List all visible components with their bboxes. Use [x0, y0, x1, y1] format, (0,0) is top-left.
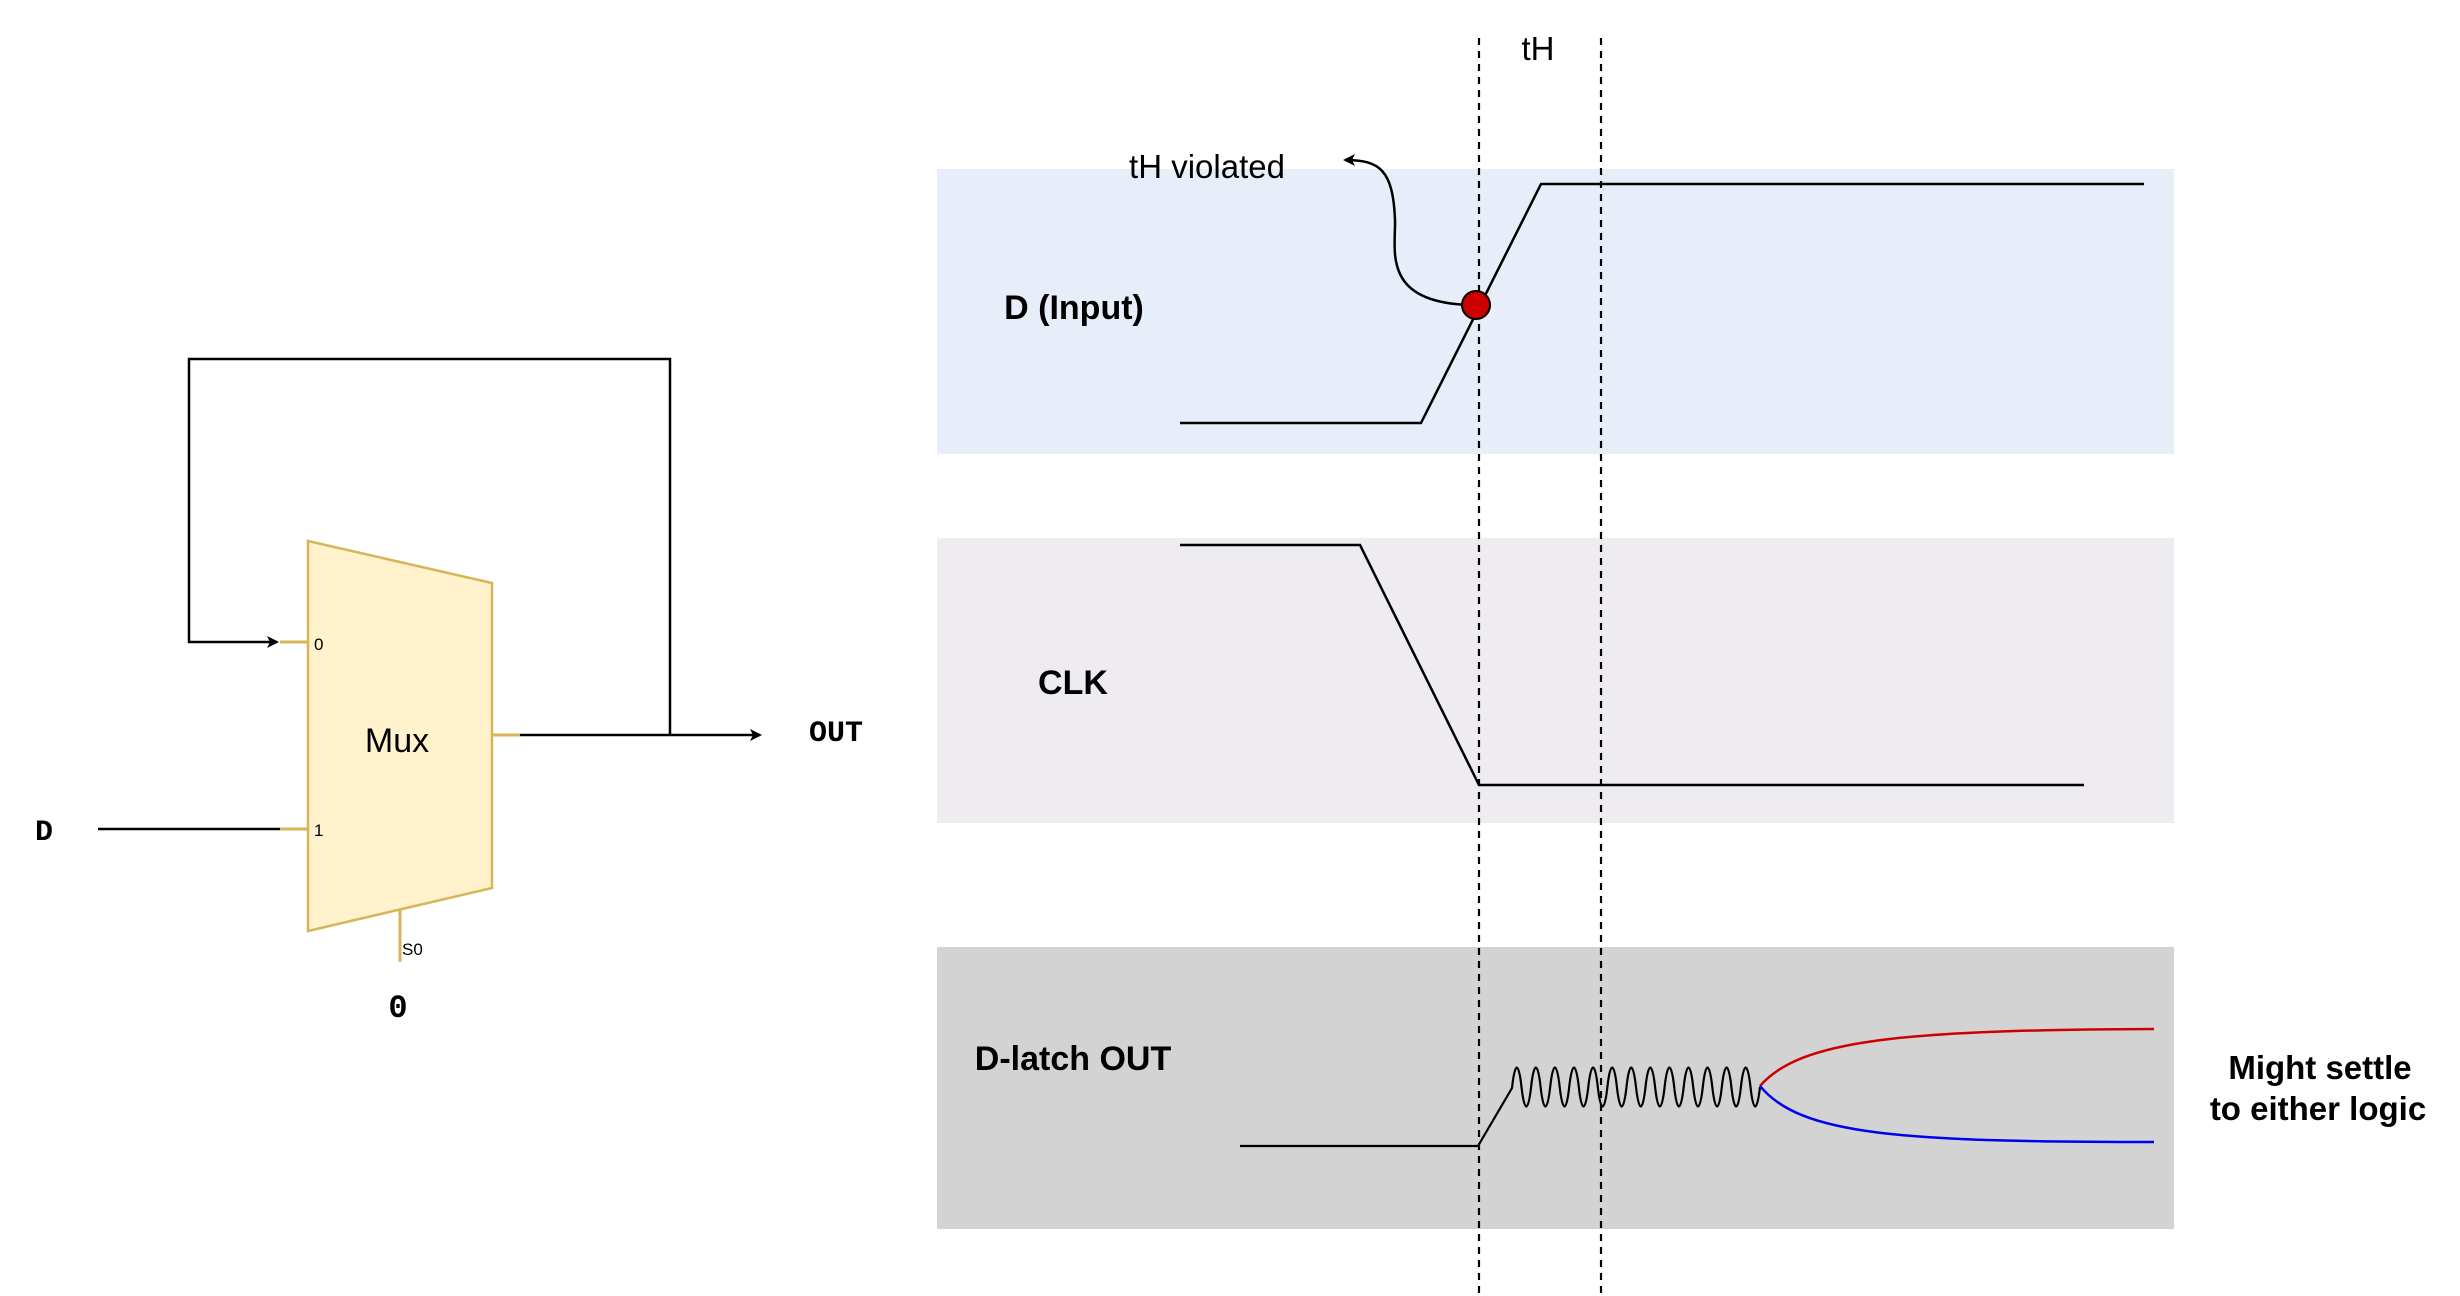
settle-low-curve: [1759, 1085, 2155, 1144]
out-label: OUT: [809, 717, 863, 751]
th-label: tH: [1522, 30, 1555, 67]
settle-high-curve: [1759, 1027, 2155, 1087]
d-input-row-label: D (Input): [1004, 289, 1144, 327]
mux-input0-label: 0: [314, 635, 323, 654]
d-input-row: [937, 169, 2174, 454]
mux-title: Mux: [365, 722, 429, 760]
timing-diagram: D (Input) CLK D-latch OUT tH tH violated…: [937, 30, 2426, 1296]
d-input-label: D: [35, 816, 53, 850]
latch-out-row: [937, 947, 2174, 1229]
feedback-wire: [187, 357, 672, 735]
clk-row-label: CLK: [1038, 664, 1108, 702]
mux-body: [306, 539, 494, 933]
clk-row: [937, 538, 2174, 823]
latch-out-waveform: [1240, 1066, 1762, 1148]
violation-arrow: [1343, 154, 1477, 307]
clk-waveform: [1180, 543, 2084, 787]
settle-note-line2: to either logic: [2210, 1090, 2426, 1127]
settle-note-line1: Might settle: [2228, 1049, 2411, 1086]
latch-out-row-label: D-latch OUT: [975, 1040, 1172, 1078]
mux-input1-label: 1: [314, 821, 323, 840]
violation-label: tH violated: [1129, 148, 1285, 185]
mux-circuit: Mux 0 1 S0 0 D OUT: [35, 357, 863, 1027]
mux-select-label: S0: [402, 940, 423, 959]
mux-select-value: 0: [388, 990, 407, 1027]
violation-marker: [1461, 290, 1491, 320]
